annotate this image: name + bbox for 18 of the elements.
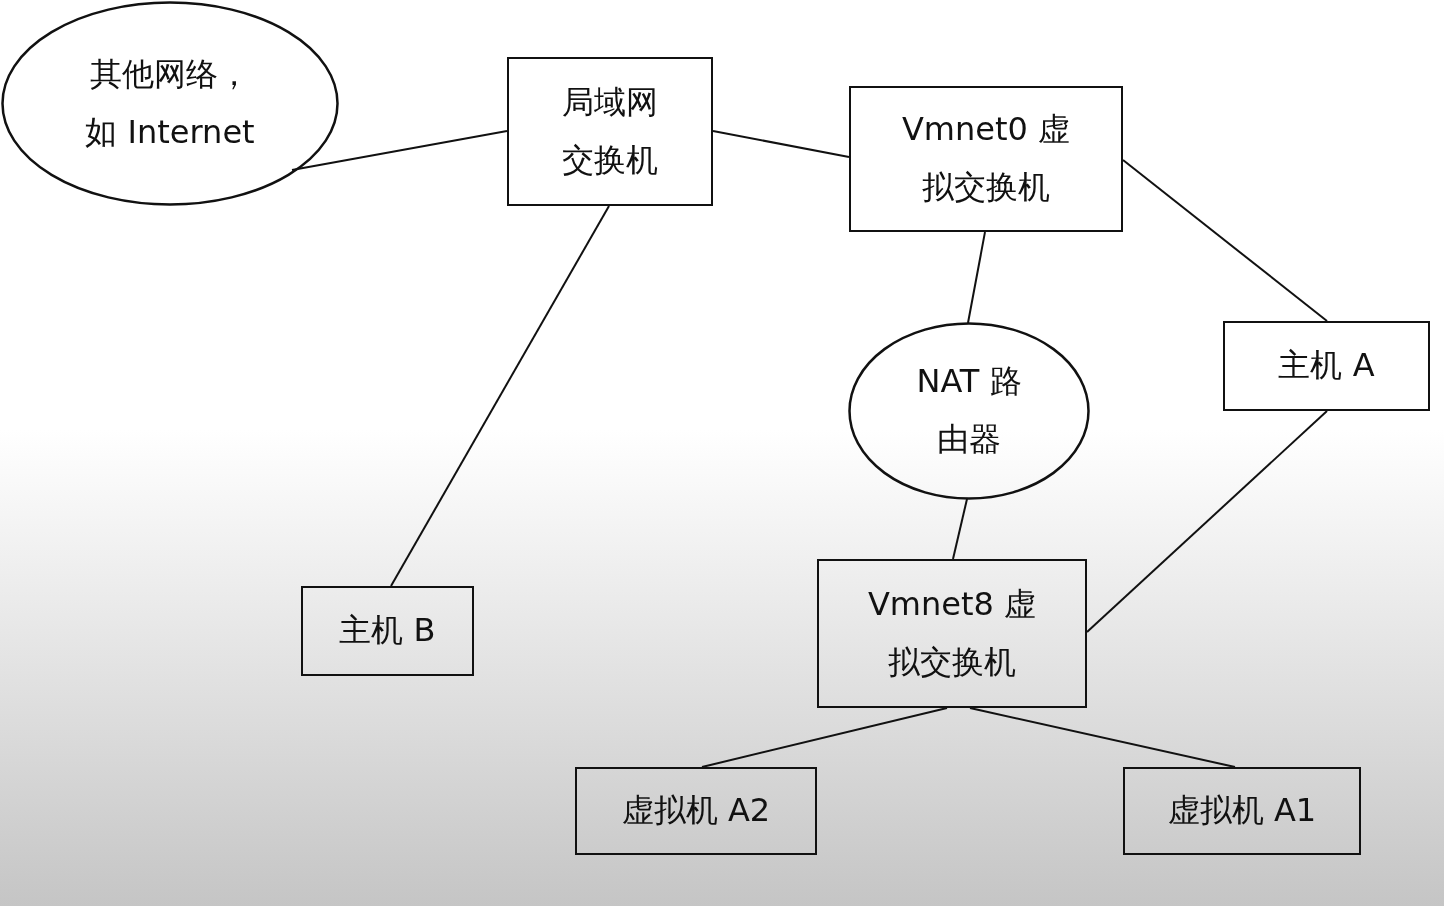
switch-box: Vmnet0 虚拟交换机 bbox=[849, 86, 1123, 232]
connector-line bbox=[952, 498, 968, 560]
connector-line bbox=[967, 231, 986, 324]
vm-box: 虚拟机 A2 bbox=[575, 767, 817, 855]
network-ellipse: 其他网络，如 Internet bbox=[1, 1, 339, 206]
host-box: 主机 A bbox=[1223, 321, 1430, 411]
connector-line bbox=[712, 130, 850, 158]
connector-line bbox=[291, 130, 508, 171]
switch-box: Vmnet8 虚拟交换机 bbox=[817, 559, 1087, 708]
connector-line bbox=[1086, 410, 1328, 633]
connector-line bbox=[701, 707, 948, 768]
connector-line bbox=[1122, 159, 1328, 322]
router-ellipse: NAT 路由器 bbox=[848, 322, 1090, 500]
vm-box: 虚拟机 A1 bbox=[1123, 767, 1361, 855]
switch-box: 局域网交换机 bbox=[507, 57, 713, 206]
connector-line bbox=[969, 707, 1236, 768]
host-box: 主机 B bbox=[301, 586, 474, 676]
connector-line bbox=[390, 205, 610, 587]
